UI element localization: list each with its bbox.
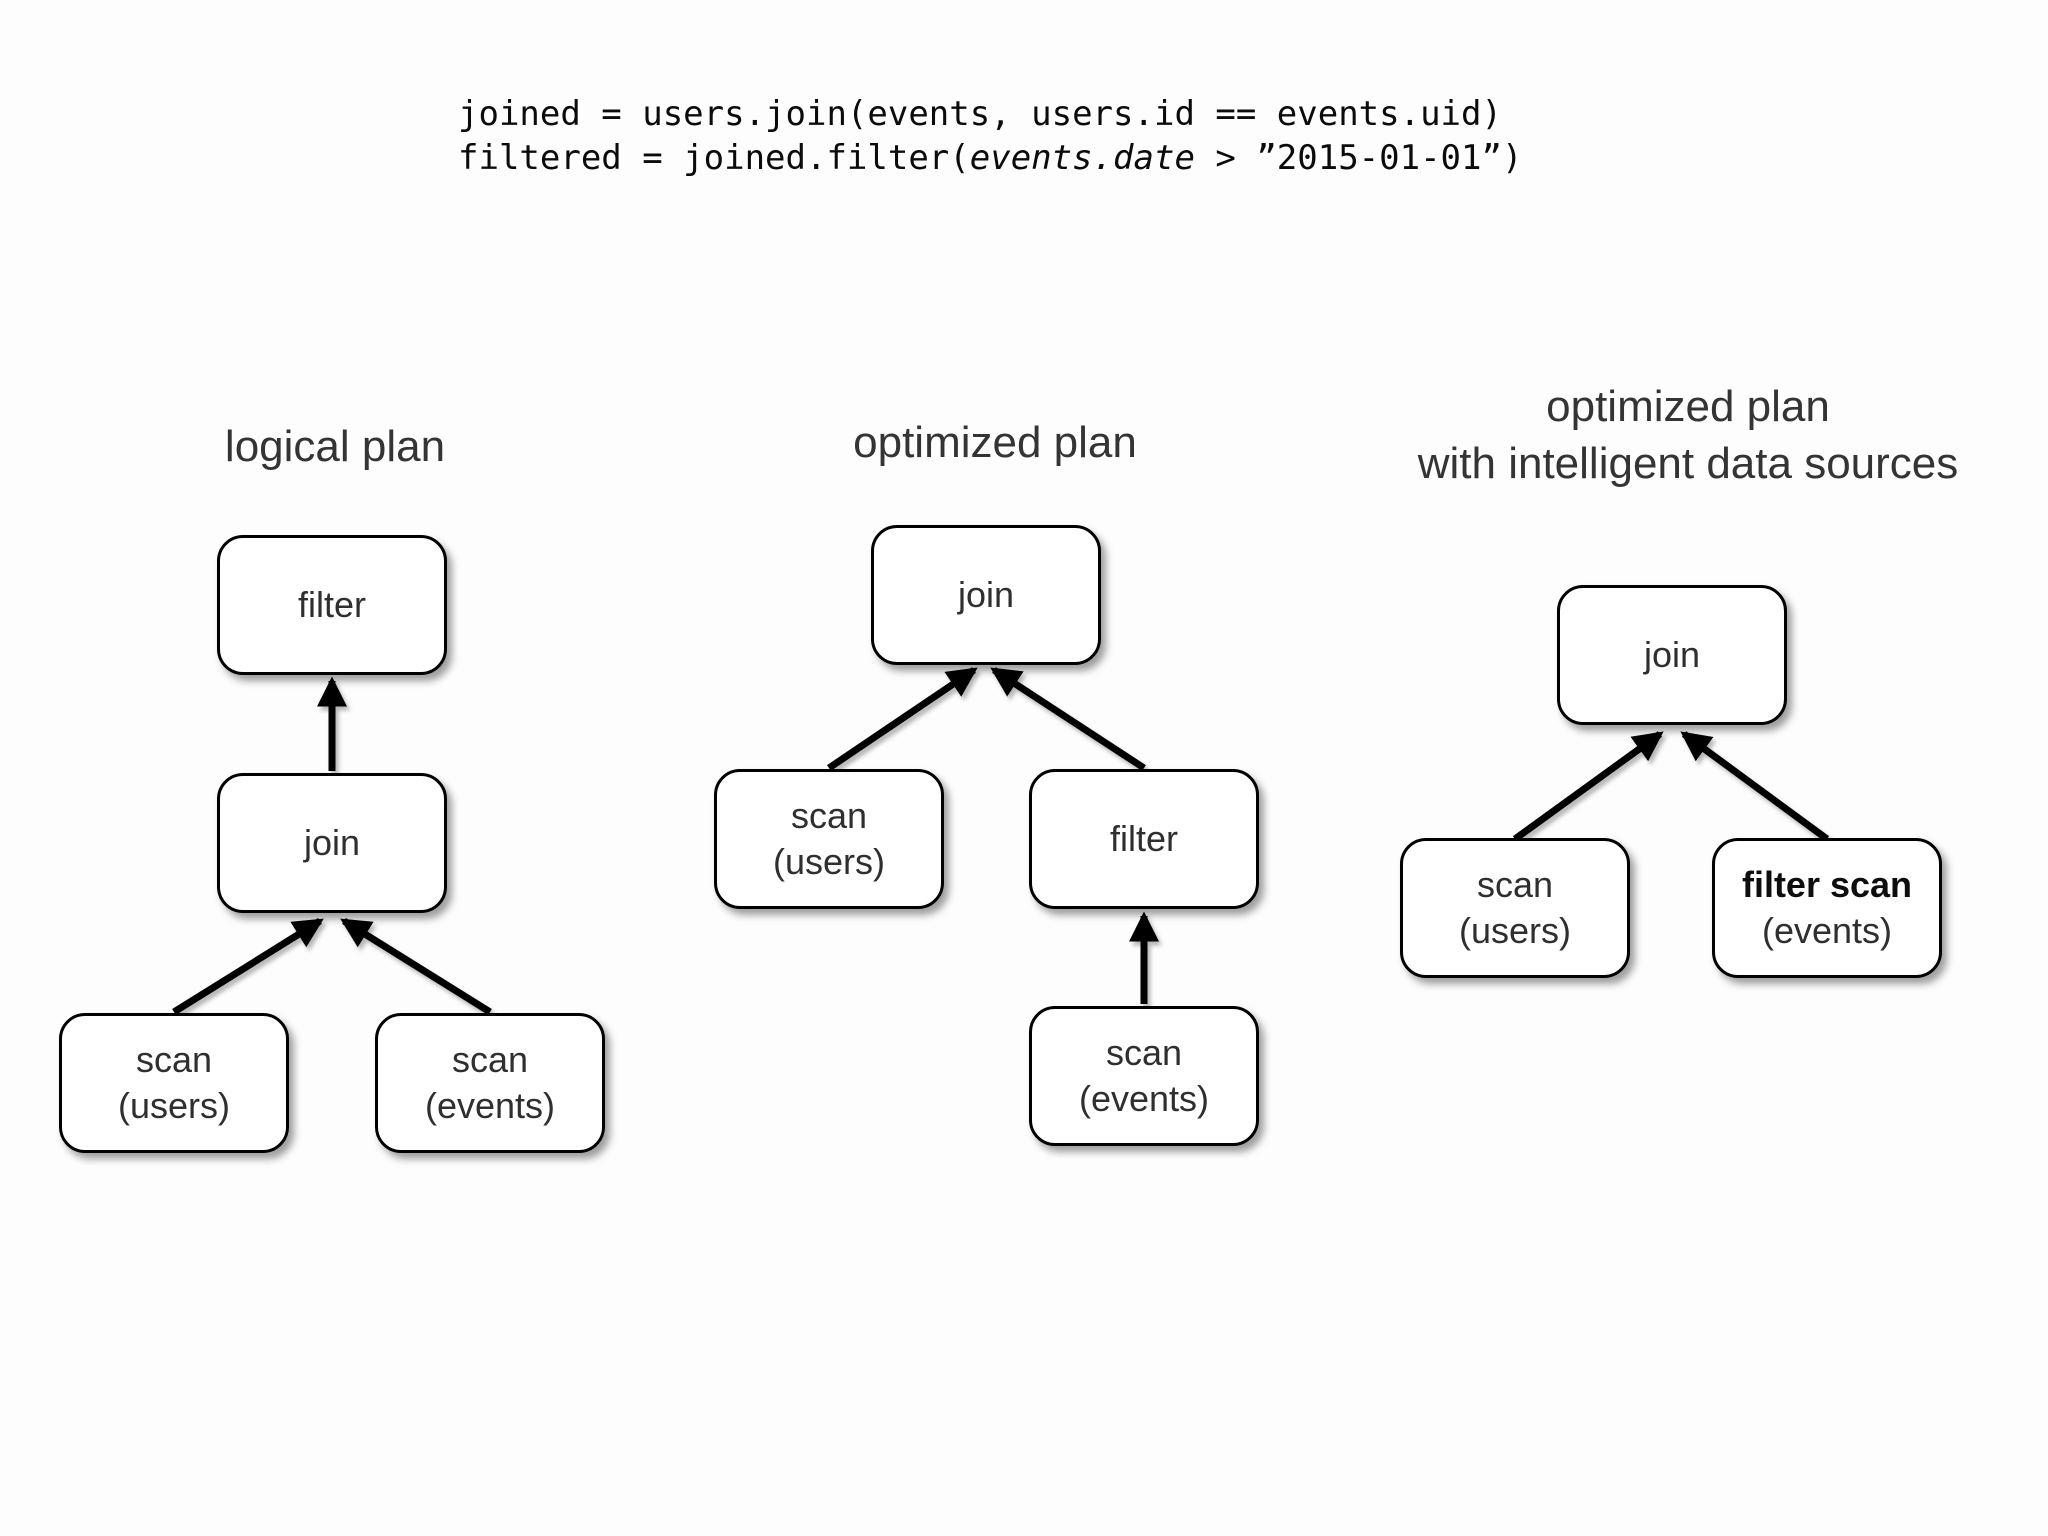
node-sublabel: (events) [424,1085,556,1126]
node-sublabel: (events) [1761,910,1893,951]
node-optimized-scan-users: scan (users) [714,769,944,909]
node-sublabel: (events) [1078,1078,1210,1119]
arrow-logical-scan-users-to-join [172,918,324,1015]
node-optimized-scan-events: scan (events) [1029,1006,1259,1146]
node-logical-join: join [217,773,447,913]
code-snippet: joined = users.join(events, users.id == … [458,92,1522,180]
title-optimized-plan-intelligent-line2: with intelligent data sources [1417,439,1959,488]
node-label: join [303,822,361,863]
arrow-optimized-scan-users-to-join [827,667,978,771]
code-line-2: filtered = joined.filter(events.date > ”… [458,138,1522,178]
node-label: join [1643,634,1701,675]
node-label: scan [790,795,868,836]
title-optimized-plan: optimized plan [853,418,1137,467]
node-intelligent-filter-scan-events: filter scan (events) [1712,838,1942,978]
title-optimized-plan-intelligent-sources: optimized plan with intelligent data sou… [1418,378,1959,492]
code-line-2-prefix: filtered = joined.filter( [458,138,970,178]
node-label: join [957,574,1015,615]
node-intelligent-scan-users: scan (users) [1400,838,1630,978]
node-sublabel: (users) [772,841,885,882]
code-line-2-italic-expression: events.date [969,138,1195,178]
node-intelligent-join: join [1557,585,1787,725]
title-optimized-plan-intelligent-line1: optimized plan [1546,382,1830,431]
node-sublabel: (users) [117,1085,230,1126]
node-optimized-join: join [871,525,1101,665]
node-sublabel: (users) [1458,910,1571,951]
arrow-intelligent-filter-scan-to-join [1680,731,1830,842]
node-logical-scan-users: scan (users) [59,1013,289,1153]
node-label: scan [451,1039,529,1080]
code-line-1: joined = users.join(events, users.id == … [458,94,1502,134]
node-optimized-filter: filter [1029,769,1259,909]
node-label: filter [1109,818,1178,859]
arrow-optimized-filter-to-join [990,667,1146,771]
code-line-2-suffix: > ”2015-01-01”) [1194,138,1523,178]
arrow-logical-scan-events-to-join [340,918,492,1015]
node-label: scan [1476,864,1554,905]
node-label-bold: filter scan [1741,864,1913,905]
node-label: filter [297,584,366,625]
title-logical-plan: logical plan [224,422,446,471]
node-label: scan [135,1039,213,1080]
node-label: scan [1105,1032,1183,1073]
node-logical-filter: filter [217,535,447,675]
arrow-intelligent-scan-users-to-join [1512,731,1664,842]
node-logical-scan-events: scan (events) [375,1013,605,1153]
